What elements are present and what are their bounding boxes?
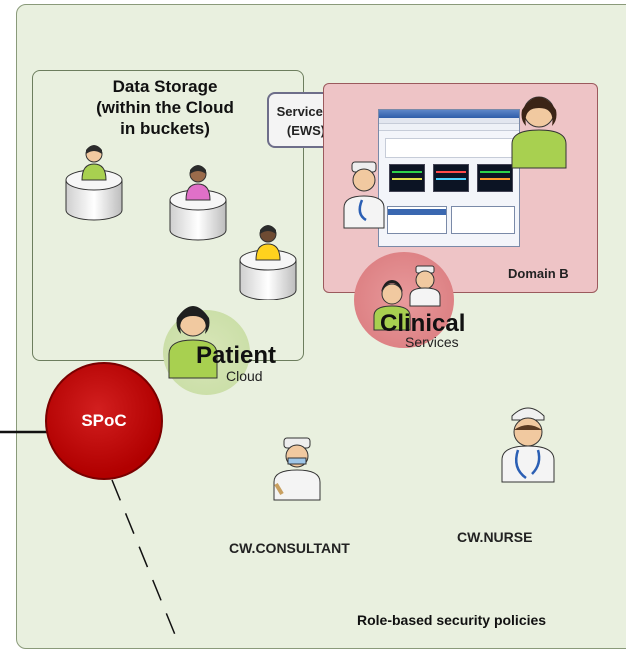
patient-db-icon bbox=[239, 225, 297, 300]
data-storage-title-line3: in buckets) bbox=[120, 119, 210, 138]
service-a-line1: Service A bbox=[276, 104, 336, 119]
patient-db-icon bbox=[65, 145, 123, 221]
patient-cloud-small: Cloud bbox=[226, 368, 263, 384]
nurse-icon bbox=[501, 407, 555, 483]
data-storage-title: Data Storage (within the Cloud in bucket… bbox=[60, 76, 270, 139]
service-a-line2: (EWS) bbox=[286, 123, 326, 138]
consultant-role-label: CW.CONSULTANT bbox=[229, 540, 350, 556]
data-storage-title-line2: (within the Cloud bbox=[96, 98, 234, 117]
patient-cloud-big: Patient bbox=[196, 342, 277, 369]
spoc-node: SPoC bbox=[45, 362, 163, 480]
nurse-male-icon bbox=[343, 161, 385, 229]
clinical-services-big: Clinical bbox=[380, 310, 466, 337]
spoc-dashed-line bbox=[111, 479, 179, 643]
spoc-connectors bbox=[0, 430, 179, 643]
domain-b-label: Domain B bbox=[508, 266, 569, 281]
data-storage-title-line1: Data Storage bbox=[112, 77, 218, 96]
nurse-role-label: CW.NURSE bbox=[457, 529, 533, 545]
security-policies-label: Role-based security policies bbox=[357, 612, 547, 628]
clinical-services-small: Services bbox=[405, 334, 459, 350]
clinical-staff-icon bbox=[373, 265, 441, 331]
doctor-female-icon bbox=[511, 96, 567, 169]
patient-icon bbox=[168, 306, 218, 379]
patient-db-icon bbox=[169, 165, 227, 241]
patient-db-group bbox=[65, 145, 297, 300]
ews-window-icon bbox=[378, 109, 520, 247]
consultant-icon bbox=[273, 437, 321, 501]
